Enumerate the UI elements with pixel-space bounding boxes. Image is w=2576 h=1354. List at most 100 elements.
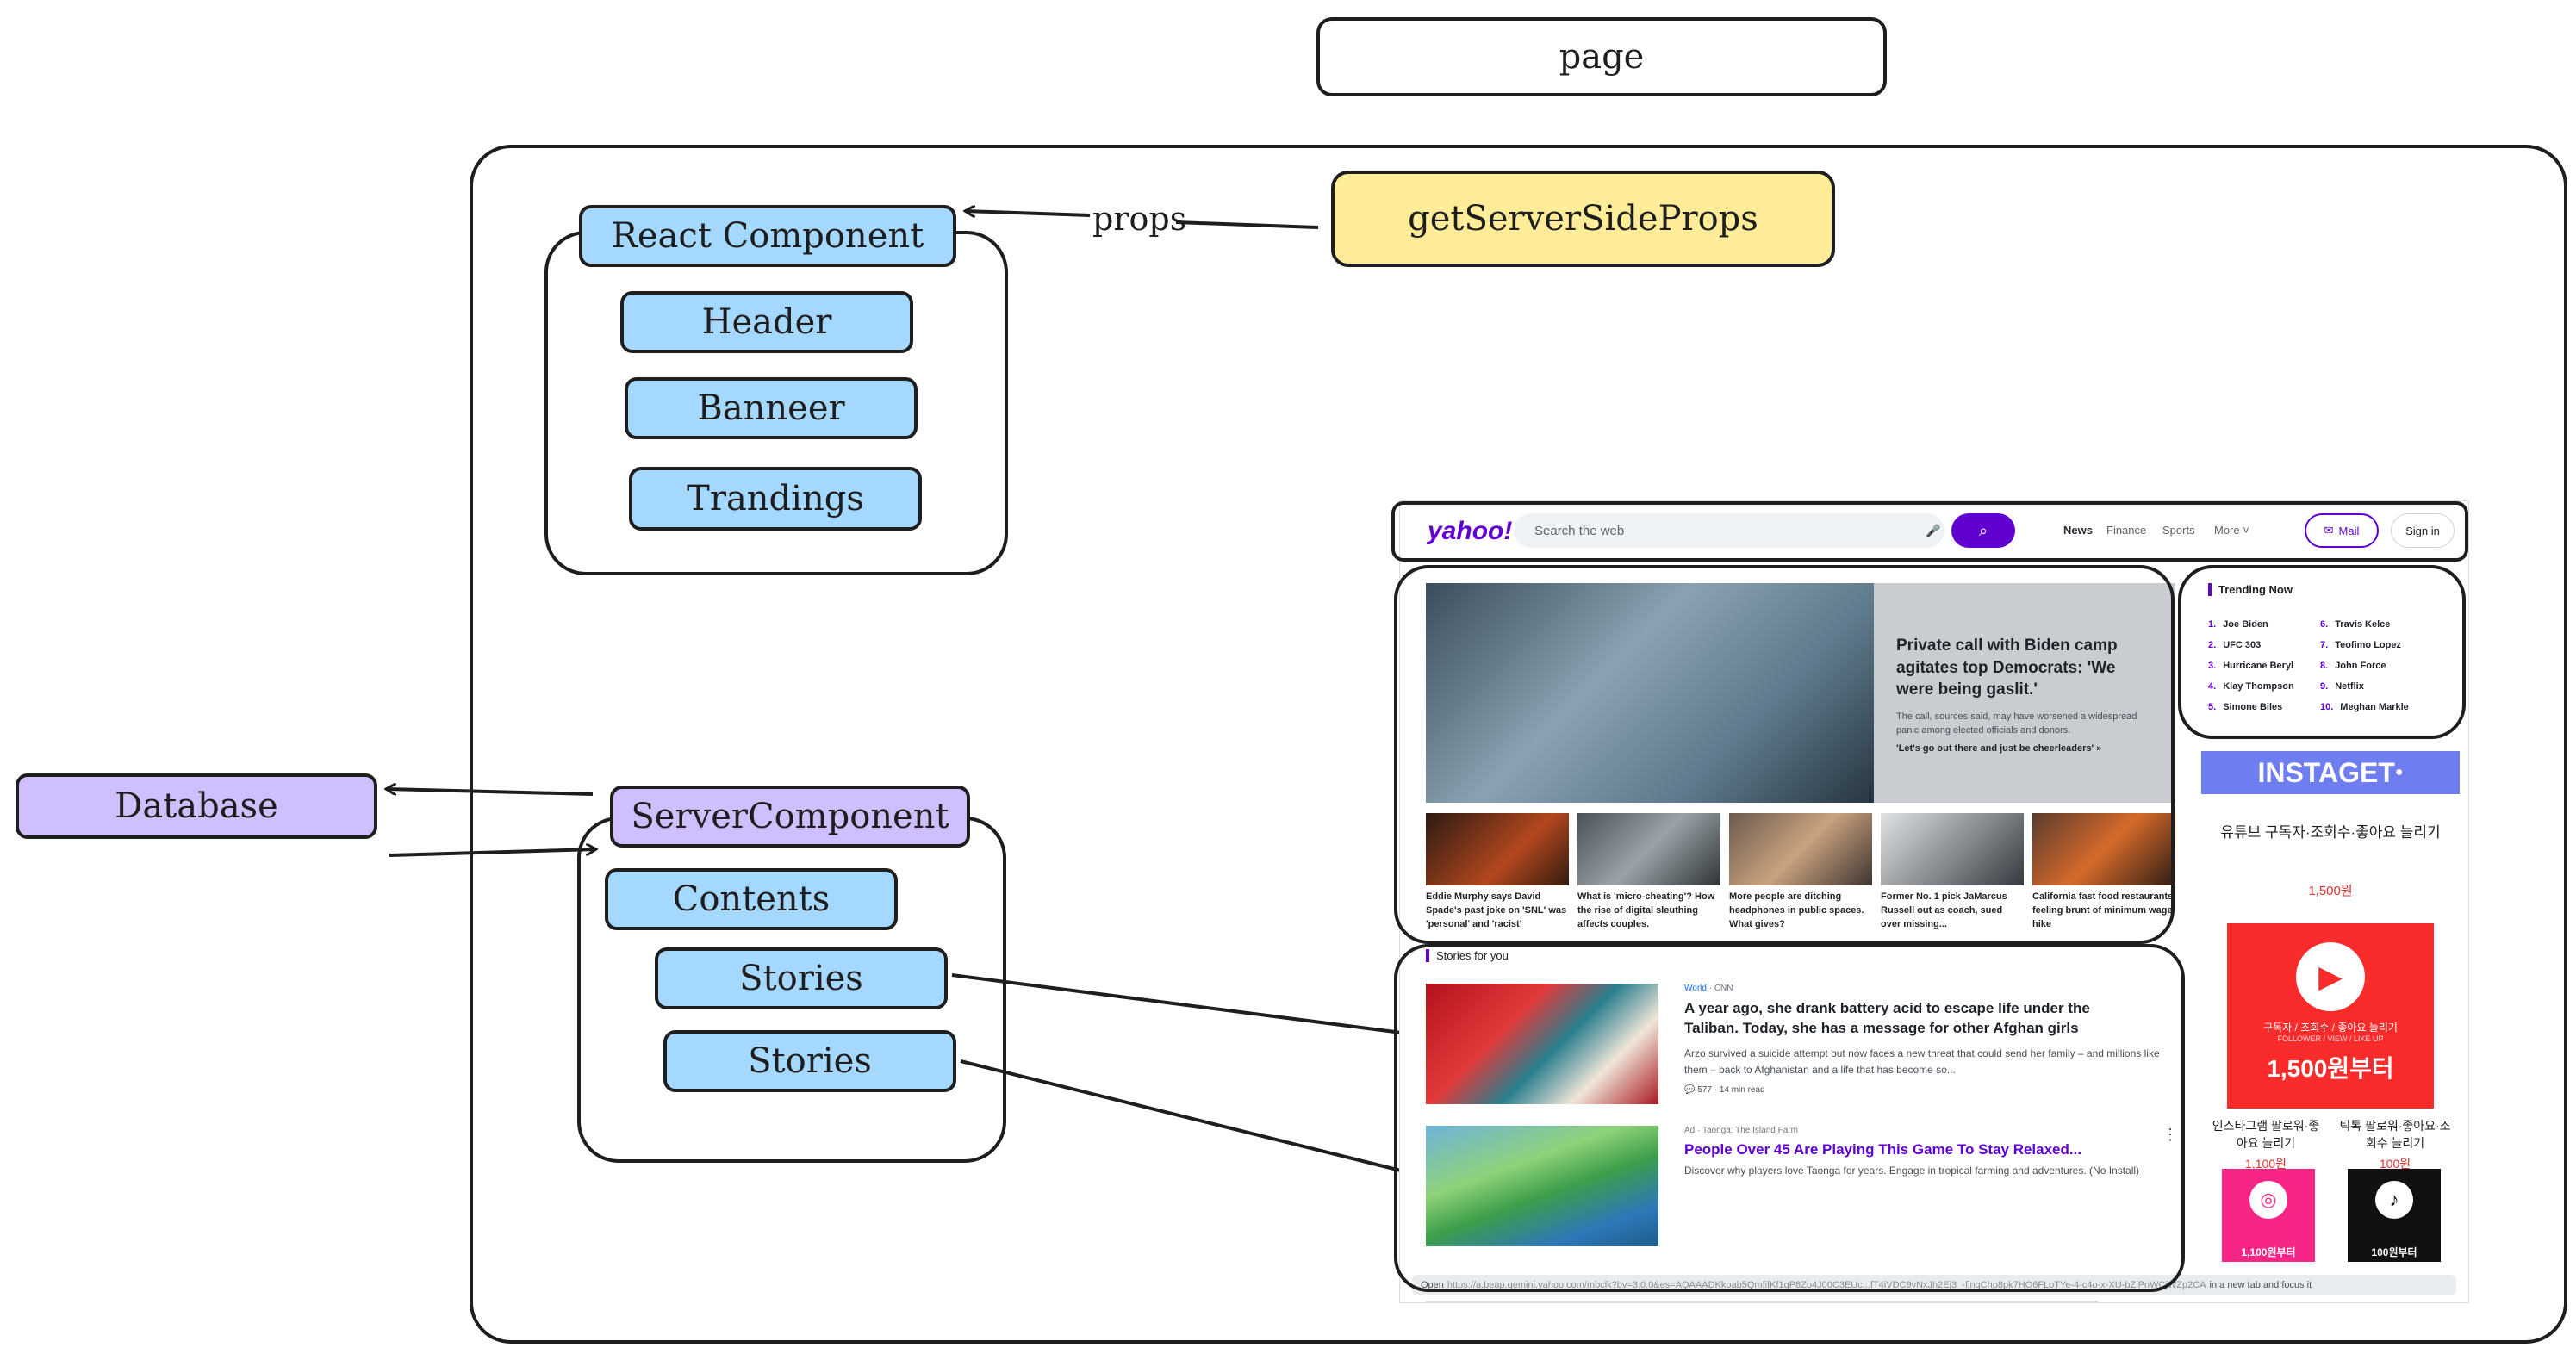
comment-icon[interactable]: 💬 [1684,1085,1696,1095]
props-arrow [965,211,1319,229]
instagram-icon: ◎ [2249,1181,2287,1219]
hero-card[interactable]: Private call with Biden camp agitates to… [1874,583,2175,803]
youtube-play-icon: ▶ [2296,942,2365,1011]
hero-title[interactable]: Private call with Biden camp agitates to… [1896,637,2118,699]
story-2-ad-label: Ad [1684,1126,1696,1135]
trending-item[interactable]: 8.John Force [2320,661,2386,671]
page-label: page [1559,37,1645,77]
story-2-image[interactable] [1426,1126,1658,1246]
tiktok-icon: ♪ [2375,1181,2413,1219]
ad-instagram-tile-price: 1,100원부터 [2241,1246,2296,1258]
ad-red-sub: FOLLOWER / VIEW / LIKE UP [2277,1034,2384,1043]
story-1-image[interactable] [1426,984,1658,1104]
mail-button[interactable]: ✉ Mail [2305,513,2379,548]
yahoo-logo[interactable]: yahoo! [1428,517,1513,545]
banner-box: Banneer [625,377,918,439]
ad-price-main: 1,500원 [2308,884,2353,898]
header-box: Header [620,291,913,353]
trendings-box: Trandings [629,467,922,531]
trending-item[interactable]: 9.Netflix [2320,681,2364,692]
story-2-title[interactable]: People Over 45 Are Playing This Game To … [1684,1141,2082,1158]
trending-item[interactable]: 4.Klay Thompson [2208,681,2294,692]
mini-story-caption-4[interactable]: Former No. 1 pick JaMarcus Russell out a… [1881,891,2007,929]
mini-story-caption-5[interactable]: California fast food restaurants feeling… [2032,891,2174,929]
ad-instagram-text: 인스타그램 팔로워·좋아요 늘리기 [2212,1119,2320,1150]
story-1-source: CNN [1714,984,1733,993]
ad-instagram-column: 인스타그램 팔로워·좋아요 늘리기 1,100원 [2210,1117,2322,1172]
header-highlight [1391,501,2468,562]
story-1-comments[interactable]: 577 [1697,1085,1712,1095]
banner-label: Banneer [697,388,845,428]
trending-item[interactable]: 10.Meghan Markle [2320,702,2409,712]
hero-image[interactable] [1426,583,1874,803]
ad-tiktok-text: 틱톡 팔로워·좋아요·조회수 늘리기 [2339,1119,2451,1150]
server-component-label: ServerComponent [631,797,949,836]
trendings-highlight [2178,565,2466,739]
story-1-category[interactable]: World [1684,984,1707,993]
get-server-side-props-label: getServerSideProps [1408,199,1758,239]
trendings-label: Trandings [687,479,864,519]
props-label: props [1092,200,1187,238]
hero-link[interactable]: 'Let's go out there and just be cheerlea… [1896,742,2102,754]
story-2-description: Discover why players love Taonga for yea… [1684,1165,2140,1177]
nav-finance[interactable]: Finance [2106,524,2147,537]
server-component-box: ServerComponent [610,786,970,848]
mini-story-thumb-2[interactable] [1577,813,1720,885]
ad-tiktok-tile: ♪ 100원부터 [2348,1169,2441,1262]
mini-story-thumb-3[interactable] [1729,813,1872,885]
react-component-label: React Component [611,216,924,256]
banner-highlight [1394,565,2175,944]
mini-story-thumb-4[interactable] [1881,813,2024,885]
trending-item[interactable]: 1.Joe Biden [2208,619,2268,630]
get-server-side-props-box: getServerSideProps [1331,171,1835,267]
ad-headline: 유튜브 구독자·조회수·좋아요 늘리기 [2220,824,2441,841]
stories-to-story1-line [951,973,1422,1037]
stories-highlight [1394,944,2185,1292]
trending-item[interactable]: 2.UFC 303 [2208,640,2262,650]
nav-sports[interactable]: Sports [2162,524,2195,537]
mail-icon: ✉ [2324,524,2334,537]
nav-more[interactable]: More ˅ [2214,524,2249,537]
mini-story-thumb-5[interactable] [2032,813,2175,885]
header-label: Header [701,302,832,342]
contents-label: Contents [672,879,831,919]
trending-item[interactable]: 3.Hurricane Beryl [2208,661,2294,671]
ad-instagram-tile: ◎ 1,100원부터 [2222,1169,2315,1262]
status-suffix: in a new tab and focus it [2209,1280,2312,1290]
search-icon: ⌕ [1978,521,1988,539]
ad-youtube-panel: ▶ 구독자 / 조회수 / 좋아요 늘리기 FOLLOWER / VIEW / … [2227,923,2434,1109]
trending-item[interactable]: 6.Travis Kelce [2320,619,2391,630]
stories-label-2: Stories [748,1041,872,1081]
mini-story-caption-2[interactable]: What is 'micro-cheating'? How the rise o… [1577,891,1715,929]
mini-story-thumb-1[interactable] [1426,813,1569,885]
server-to-database-arrow [386,789,594,796]
mini-story-caption-3[interactable]: More people are ditching headphones in p… [1729,891,1864,929]
ad-tiktok-tile-price: 100원부터 [2371,1246,2417,1258]
search-button[interactable]: ⌕ [1951,513,2015,548]
stories-box-2: Stories [663,1030,956,1092]
more-options-icon[interactable]: ⋮ [2162,1126,2178,1143]
react-component-box: React Component [579,205,956,267]
story-1-title[interactable]: A year ago, she drank battery acid to es… [1684,1000,2090,1036]
story-1-description: Arzo survived a suicide attempt but now … [1684,1047,2160,1077]
database-label: Database [115,786,278,826]
story-1-read-time: 14 min read [1719,1085,1765,1095]
sign-in-button[interactable]: Sign in [2391,513,2455,548]
stories-label-1: Stories [739,959,863,998]
mini-story-caption-1[interactable]: Eddie Murphy says David Spade's past jok… [1426,891,1567,929]
instaget-ad[interactable]: INSTAGET● 유튜브 구독자·조회수·좋아요 늘리기 1,500원 ▶ 구… [2201,751,2460,1276]
trending-item[interactable]: 7.Teofimo Lopez [2320,640,2401,650]
ad-tiktok-price: 100원 [2379,1157,2411,1171]
search-input[interactable]: Search the web [1514,513,1944,548]
next-story-truncated [1426,1301,2098,1302]
story-1-footer: 💬 577 · 14 min read [1684,1085,1765,1095]
trending-now: Trending Now 1.Joe Biden 2.UFC 303 3.Hur… [2208,583,2449,712]
nav-news[interactable]: News [2063,524,2093,537]
mic-icon[interactable]: 🎤 [1926,524,1941,537]
story-2-source: Taonga: The Island Farm [1702,1126,1798,1135]
hero-summary: The call, sources said, may have worsene… [1896,711,2137,736]
link-status-bar: Open https://a.beap.gemini.yahoo.com/mbc… [1412,1275,2456,1295]
yahoo-header: yahoo! Search the web 🎤 ⌕ News Finance S… [1400,501,2468,562]
page-label-box: page [1316,17,1887,96]
